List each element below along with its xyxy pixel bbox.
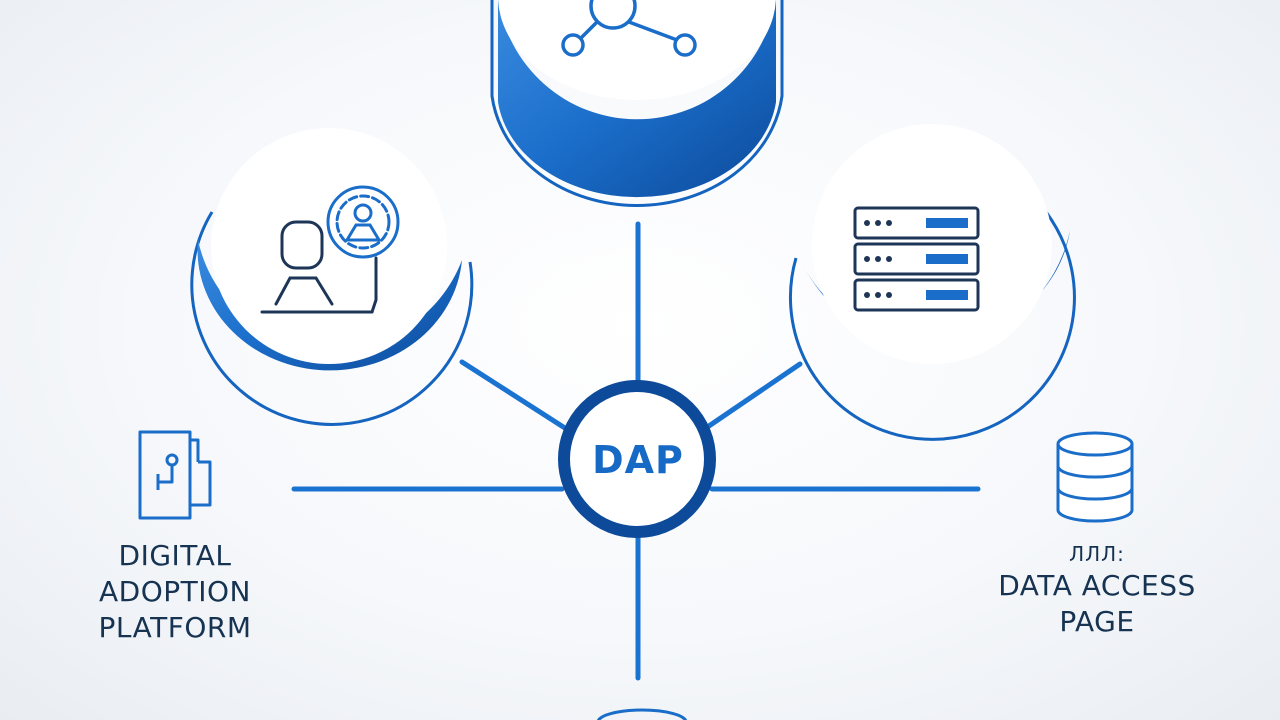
right-node-outline (788, 182, 1076, 441)
right-label-line-1: DATA ACCESS (998, 569, 1196, 602)
right-label: ЛЛЛ: DATA ACCESS PAGE (986, 540, 1208, 640)
right-label-garbled-line: ЛЛЛ: (1069, 542, 1125, 566)
left-label-line-1: DIGITAL (118, 539, 232, 572)
left-label: DIGITAL ADOPTION PLATFORM (80, 538, 270, 646)
document-key-icon (138, 430, 212, 520)
connector-upper-right (703, 361, 803, 431)
dap-hub (558, 380, 716, 538)
connector-lines (291, 221, 981, 681)
connector-upper-left (459, 359, 571, 433)
user-profile-icon (260, 185, 400, 314)
top-node-crescent (498, 0, 776, 198)
left-node-outline (190, 211, 474, 426)
right-node (788, 124, 1076, 441)
dap-hub-ring (558, 380, 716, 538)
top-node (490, 0, 784, 207)
network-nodes-icon (561, 0, 697, 57)
left-label-line-3: PLATFORM (98, 611, 252, 644)
server-rack-icon (853, 206, 980, 312)
top-node-outline (490, 0, 784, 207)
database-icon (1056, 431, 1134, 523)
right-label-line-2: PAGE (1059, 605, 1135, 638)
left-label-line-2: ADOPTION (99, 575, 251, 608)
left-node (190, 128, 474, 426)
dap-hub-label: DAP (592, 438, 684, 482)
bottom-database-icon (597, 708, 687, 720)
